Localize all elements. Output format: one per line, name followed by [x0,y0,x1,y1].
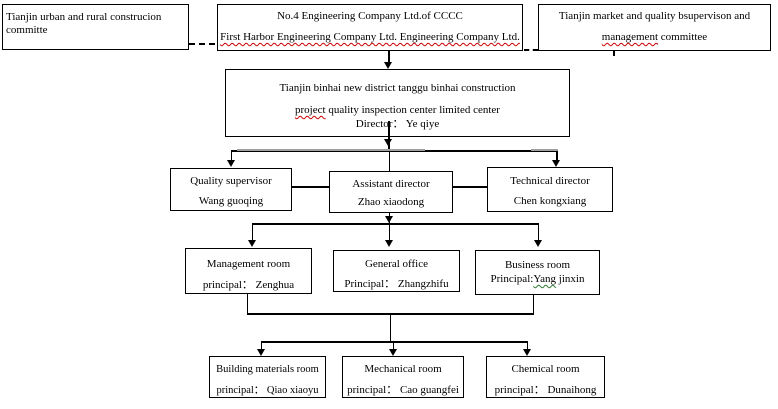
box-label: Assistant director [352,178,430,190]
connector-row4-bus [252,223,539,225]
arrow-down [384,216,393,223]
connector-company-director [388,51,390,63]
arrow-down [384,139,392,146]
box-inspection-center: Tianjin binhai new district tanggu binha… [225,69,570,137]
arrow-down [388,349,397,356]
connector-assistant-technical [453,186,487,188]
box-label: principal： Qiao xiaoyu [216,385,319,396]
misspelled-word: management [601,31,658,43]
connector-drop-business [537,223,539,241]
connector-drop-management [251,223,253,241]
box-label-rest: committee [658,31,708,43]
connector-drop-building [260,341,262,350]
connector-dashed-right [524,49,538,51]
connector-row3-bus [231,150,557,152]
director-label: Director： Ye qiye [355,118,440,130]
box-technical-director: Technical director Chen kongxiang [487,167,613,212]
box-label: General office [364,258,428,270]
arrow-down [533,240,542,247]
box-label: Tianjin binhai new district tanggu binha… [279,82,516,94]
box-label: Quality supervisor [190,175,272,187]
connector-quality-assistant [292,186,329,188]
connector-dashed-left [189,43,215,45]
connector-row5-lower-bus [261,341,527,343]
box-assistant-director: Assistant director Zhao xiaodong [329,171,453,213]
arrow-down [384,62,392,69]
box-label: Tianjin market and quality bsupervison a… [558,10,751,22]
box-label: Chemical room [511,363,580,375]
box-building-materials-room: Building materials room principal： Qiao … [209,356,326,398]
arrow-down [522,349,531,356]
misspelled-word: project [295,104,326,116]
box-label: Business room [504,259,571,271]
box-label-pre: Principal: [490,273,534,285]
box-label: Mechanical room [364,363,442,375]
box-chemical-room: Chemical room principal： Dunaihong [486,356,605,398]
box-label: project quality inspection center limite… [226,104,569,117]
connector-business-down [532,295,534,313]
arrow-down [256,349,265,356]
connector-management-down [246,294,248,313]
connector-drop-mechanical [392,341,394,350]
box-market-committee: Tianjin market and quality bsupervison a… [538,4,771,51]
misspelled-word: Yang [533,273,557,285]
box-label-rest: quality inspection center limited center [325,104,500,116]
box-label: principal： Zenghua [202,279,295,291]
connector-drop-chemical [526,341,528,350]
box-label: Technical director [510,175,590,187]
box-label-misspelled: First Harbor Engineering Company Ltd. En… [220,31,520,43]
connector-drop-technical [556,150,558,161]
box-mechanical-room: Mechanical room principal： Cao guangfei [342,356,464,398]
connector-gray-segment [237,148,425,151]
arrow-down [552,160,560,167]
box-management-room: Management room principal： Zenghua [185,248,312,294]
box-label: Tianjin urban and rural construcion comm… [6,11,162,36]
arrow-down [226,160,235,167]
box-label: principal： Dunaihong [494,384,597,396]
arrow-down [247,240,256,247]
box-label: Principal： Zhangzhifu [344,278,449,290]
connector-director-bus [388,121,390,150]
box-label: Zhao xiaodong [357,196,425,208]
box-engineering-company: No.4 Engineering Company Ltd.of CCCC Fir… [217,4,523,51]
box-business-room: Business room Principal:Yang jinxin [475,250,600,295]
box-label: No.4 Engineering Company Ltd.of CCCC [277,10,463,22]
arrow-down [384,240,393,247]
connector-row5-center [389,313,391,341]
box-general-office: General office Principal： Zhangzhifu [333,250,460,292]
box-urban-committee: Tianjin urban and rural construcion comm… [2,4,189,50]
box-label: Management room [206,258,291,270]
box-label: Chen kongxiang [513,195,587,207]
box-label: Principal:Yang jinxin [476,273,599,286]
box-label: Building materials room [216,364,319,375]
box-label: principal： Cao guangfei [347,384,459,396]
connector-drop-quality [230,150,232,161]
connector-stub [613,51,615,56]
box-quality-supervisor: Quality supervisor Wang guoqing [170,168,292,211]
connector-drop-assistant [388,150,390,171]
connector-drop-general [388,223,390,241]
box-label: management committee [539,31,770,44]
box-label-rest: jinxin [556,273,585,285]
connector-gray-segment [531,148,558,151]
box-label: Wang guoqing [198,195,264,207]
